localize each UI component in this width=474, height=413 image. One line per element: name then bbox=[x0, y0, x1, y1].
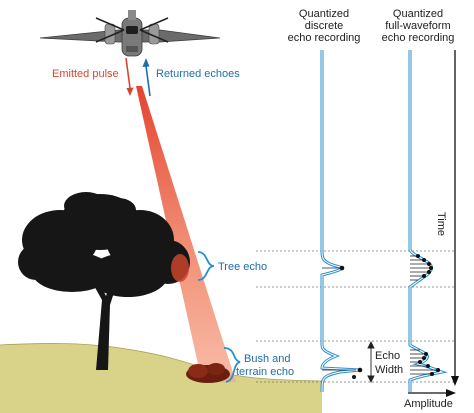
laser-beam bbox=[136, 86, 236, 382]
discrete-title-line2: discrete bbox=[304, 20, 344, 32]
emitted-pulse-label: Emitted pulse bbox=[52, 68, 119, 80]
tree-echo-label: Tree echo bbox=[218, 261, 268, 273]
time-axis bbox=[451, 50, 459, 386]
bush-icon bbox=[186, 363, 230, 383]
discrete-title-line3: echo recording bbox=[287, 32, 361, 44]
ground bbox=[0, 343, 323, 413]
bush-echo-brace bbox=[223, 347, 241, 383]
echo-width-bracket bbox=[367, 340, 375, 384]
amplitude-axis bbox=[408, 389, 456, 397]
airplane-icon bbox=[39, 10, 221, 57]
tree-echo-highlight bbox=[171, 254, 189, 282]
echo-width-label-line1: Echo bbox=[375, 350, 401, 362]
time-axis-label: Time bbox=[435, 212, 447, 237]
fullwave-recording-trace bbox=[408, 50, 448, 392]
fullwave-title-line2: full-waveform bbox=[385, 20, 451, 32]
time-reference-lines bbox=[256, 250, 455, 383]
bush-terrain-label-line2: terrain echo bbox=[236, 366, 295, 378]
echo-width-label-line2: Width bbox=[375, 364, 404, 376]
emitted-pulse-arrow bbox=[125, 57, 134, 96]
returned-echoes-arrow bbox=[142, 58, 151, 97]
bush-terrain-label-line1: Bush and bbox=[244, 353, 291, 365]
amplitude-axis-label: Amplitude bbox=[404, 398, 453, 410]
discrete-title-line1: Quantized bbox=[298, 8, 350, 20]
tree-echo-brace bbox=[197, 251, 215, 281]
returned-echoes-label: Returned echoes bbox=[156, 68, 240, 80]
discrete-recording-trace bbox=[320, 50, 363, 393]
fullwave-title-line1: Quantized bbox=[392, 8, 444, 20]
fullwave-title-line3: echo recording bbox=[381, 32, 455, 44]
